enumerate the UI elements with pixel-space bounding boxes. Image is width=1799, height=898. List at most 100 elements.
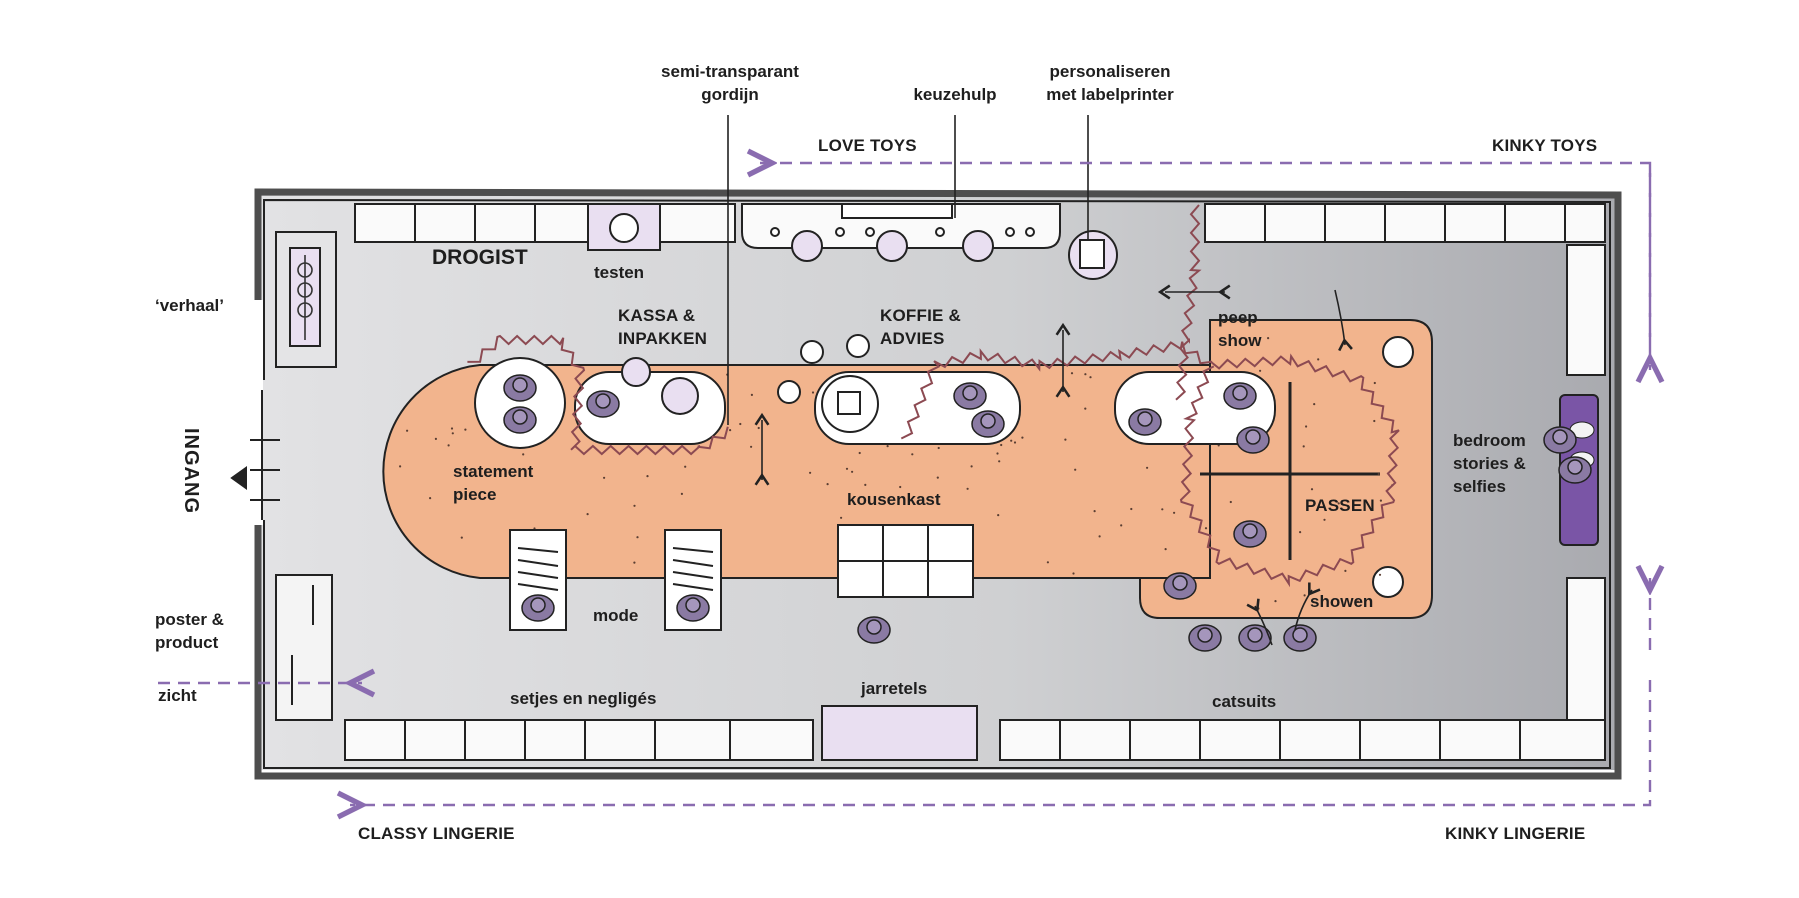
speckle [1259, 369, 1262, 372]
movement-arrows [754, 284, 1353, 646]
speckle [1337, 502, 1340, 505]
speckle [845, 467, 849, 470]
semi-transparent-curtain [467, 204, 1400, 588]
person-figure [953, 382, 987, 410]
speckle [1093, 510, 1096, 513]
person-figure [503, 406, 537, 434]
label-testen: testen [594, 263, 645, 282]
label-verhaal: ‘verhaal’ [155, 296, 224, 315]
speckle [1161, 508, 1164, 511]
shop-walls [254, 188, 1622, 780]
curtain-line [900, 341, 1213, 440]
poster-panel [275, 574, 333, 721]
curtain-line [1175, 204, 1202, 401]
speckle [1377, 472, 1380, 476]
label-poster-product: poster &product [155, 610, 224, 652]
label-classy-lingerie: CLASSY LINGERIE [358, 824, 515, 843]
speckle [970, 465, 973, 468]
speckle [1070, 372, 1074, 375]
speckle [936, 476, 939, 479]
label-kinky-toys: KINKY TOYS [1492, 136, 1598, 155]
speckle [1274, 600, 1277, 603]
label-kinky-lingerie: KINKY LINGERIE [1445, 824, 1586, 843]
shelves-love-toys [741, 203, 1118, 280]
speckle [460, 536, 463, 539]
speckle [429, 497, 432, 500]
speckle [1323, 518, 1326, 521]
speckle [1317, 358, 1320, 361]
label-mode: mode [593, 606, 639, 625]
speckle [851, 470, 854, 473]
speckle [633, 504, 636, 507]
person-figure [1128, 408, 1162, 436]
speckle [864, 483, 867, 486]
speckle [1072, 572, 1075, 575]
verhaal-board [275, 231, 337, 368]
label-drogist: DROGIST [432, 246, 528, 269]
speckle [750, 445, 753, 448]
speckle [1356, 600, 1359, 603]
label-showen: showen [1310, 592, 1374, 611]
speckle [1120, 524, 1123, 527]
speckle [886, 445, 889, 448]
speckle [1267, 337, 1270, 340]
speckle [750, 393, 754, 396]
speckle [1378, 573, 1382, 576]
label-love-toys: LOVE TOYS [818, 136, 917, 155]
zone-route [158, 163, 1650, 805]
speckle [1013, 441, 1017, 444]
speckle [1373, 419, 1376, 423]
speckle [1229, 500, 1232, 504]
person-figure [521, 594, 555, 622]
speckle [680, 492, 684, 495]
speckle [1305, 425, 1308, 428]
shelves-drogist [354, 203, 736, 251]
speckle [1344, 569, 1347, 573]
person-figure [857, 616, 891, 644]
speckle [1010, 439, 1013, 442]
label-kousenkast: kousenkast [847, 490, 941, 509]
right-wall-shelf [1566, 577, 1606, 729]
person-figure [1163, 572, 1197, 600]
speckle [434, 437, 437, 440]
speckle [757, 426, 760, 430]
speckle [1021, 436, 1024, 439]
speckle [998, 460, 1001, 463]
speckle [1373, 381, 1376, 385]
kassa-counter [574, 357, 726, 445]
speckle [1310, 488, 1314, 491]
speckle [684, 465, 687, 468]
label-jarretels: jarretels [861, 679, 928, 698]
speckle [451, 432, 454, 435]
pointer-lines [727, 115, 1089, 425]
speckle [840, 516, 843, 519]
person-figure [1558, 456, 1592, 484]
speckle [1074, 468, 1077, 471]
speckle [739, 422, 742, 426]
entrance [230, 300, 280, 525]
person-figure [1238, 624, 1272, 652]
person-figure [1223, 382, 1257, 410]
speckle [811, 391, 815, 394]
speckle [603, 476, 606, 479]
shelves-bottom [344, 705, 1606, 761]
speckle [966, 487, 969, 490]
speckle [636, 536, 639, 539]
person-figure [1283, 624, 1317, 652]
speckle [1064, 438, 1067, 441]
speckle [911, 453, 914, 456]
speckle [646, 475, 649, 478]
speckle [522, 453, 525, 456]
speckle [899, 485, 902, 489]
speckle [937, 446, 940, 450]
label-setjes: setjes en negligés [510, 689, 657, 708]
shelves-kinky-toys [1204, 203, 1606, 376]
speckle [1164, 548, 1167, 551]
curtain-line [467, 334, 729, 456]
label-kassa-inpakken: KASSA &INPAKKEN [618, 306, 708, 348]
people [503, 374, 1592, 652]
